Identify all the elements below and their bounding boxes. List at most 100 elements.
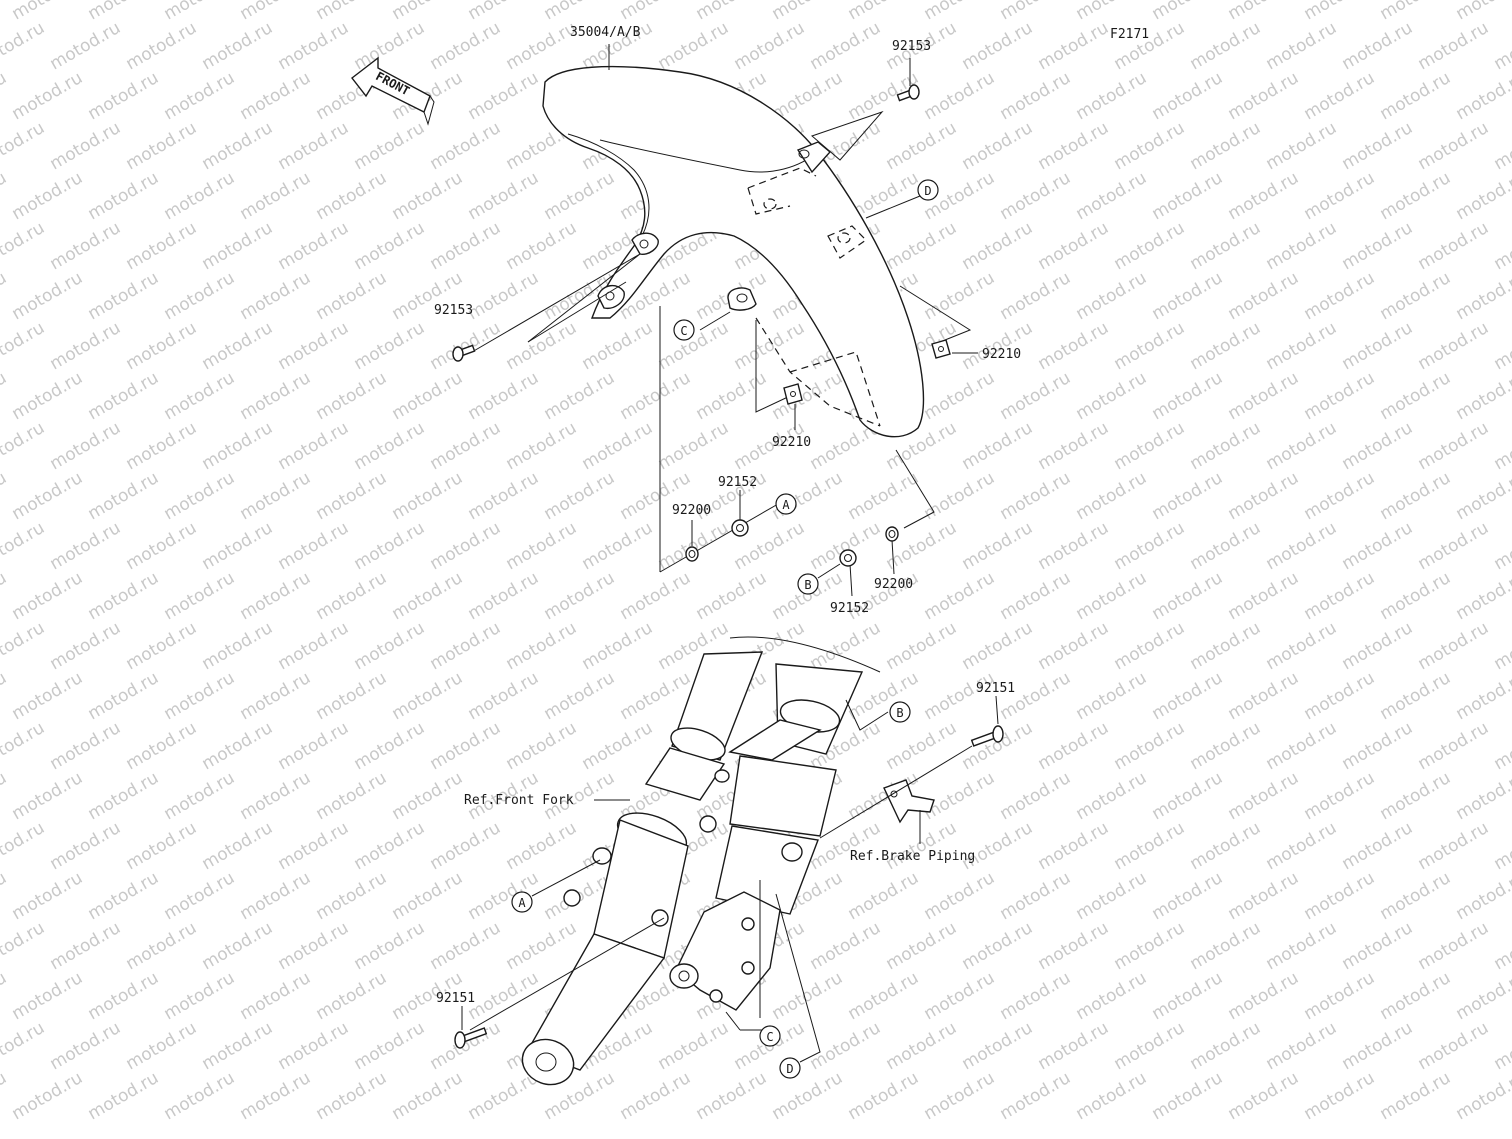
watermark-text: motod.ru xyxy=(1073,368,1151,424)
watermark-text: motod.ru xyxy=(1301,568,1379,624)
watermark-text: motod.ru xyxy=(1111,318,1189,374)
callout-bolt-right-lower: 92151 xyxy=(976,681,1015,696)
watermark-text: motod.ru xyxy=(617,368,695,424)
marker-a-lower: A xyxy=(512,892,532,912)
watermark-text: motod.ru xyxy=(1035,818,1113,874)
watermark-text: motod.ru xyxy=(123,818,201,874)
watermark-text: motod.ru xyxy=(1073,868,1151,924)
watermark-text: motod.ru xyxy=(123,418,201,474)
watermark-text: motod.ru xyxy=(503,318,581,374)
watermark-text: motod.ru xyxy=(1225,668,1303,724)
watermark-text: motod.ru xyxy=(9,368,87,424)
watermark-text: motod.ru xyxy=(1035,118,1113,174)
collar-left xyxy=(732,520,748,536)
watermark-text: motod.ru xyxy=(0,668,10,724)
watermark-text: motod.ru xyxy=(1225,468,1303,524)
watermark-text: motod.ru xyxy=(427,118,505,174)
watermark-text: motod.ru xyxy=(921,1068,999,1124)
watermark-text: motod.ru xyxy=(883,118,961,174)
watermark-text: motod.ru xyxy=(1149,568,1227,624)
watermark-text: motod.ru xyxy=(313,768,391,824)
watermark-text: motod.ru xyxy=(237,1068,315,1124)
watermark-text: motod.ru xyxy=(1225,768,1303,824)
watermark-text: motod.ru xyxy=(199,918,277,974)
watermark-text: motod.ru xyxy=(1225,168,1303,224)
watermark-text: motod.ru xyxy=(1073,268,1151,324)
watermark-text: motod.ru xyxy=(1491,418,1512,474)
watermark-text: motod.ru xyxy=(997,168,1075,224)
watermark-text: motod.ru xyxy=(85,868,163,924)
watermark-text: motod.ru xyxy=(959,1018,1037,1074)
watermark-text: motod.ru xyxy=(161,268,239,324)
watermark-text: motod.ru xyxy=(389,668,467,724)
watermark-text: motod.ru xyxy=(997,968,1075,1024)
marker-b-top: B xyxy=(798,574,818,594)
watermark-text: motod.ru xyxy=(161,0,239,24)
watermark-text: motod.ru xyxy=(9,868,87,924)
watermark-text: motod.ru xyxy=(541,468,619,524)
watermark-text: motod.ru xyxy=(959,18,1037,74)
watermark-text: motod.ru xyxy=(1453,68,1512,124)
watermark-text: motod.ru xyxy=(1453,268,1512,324)
watermark-text: motod.ru xyxy=(85,0,163,24)
watermark-text: motod.ru xyxy=(237,768,315,824)
watermark-text: motod.ru xyxy=(47,518,125,574)
watermark-text: motod.ru xyxy=(9,968,87,1024)
watermark-text: motod.ru xyxy=(579,518,657,574)
watermark-text: motod.ru xyxy=(1377,868,1455,924)
watermark-text: motod.ru xyxy=(1263,418,1341,474)
watermark-text: motod.ru xyxy=(1339,818,1417,874)
watermark-text: motod.ru xyxy=(1149,68,1227,124)
marker-c-top: C xyxy=(674,320,694,340)
callout-bolt-left: 92153 xyxy=(434,303,473,318)
svg-text:A: A xyxy=(782,498,790,512)
watermark-text: motod.ru xyxy=(427,418,505,474)
watermark-text: motod.ru xyxy=(503,218,581,274)
watermark-text: motod.ru xyxy=(1149,468,1227,524)
watermark-text: motod.ru xyxy=(85,768,163,824)
watermark-text: motod.ru xyxy=(1301,0,1379,24)
watermark-text: motod.ru xyxy=(313,468,391,524)
watermark-text: motod.ru xyxy=(1035,618,1113,674)
watermark-text: motod.ru xyxy=(883,618,961,674)
watermark-text: motod.ru xyxy=(1377,0,1455,24)
watermark-text: motod.ru xyxy=(161,168,239,224)
watermark-text: motod.ru xyxy=(275,518,353,574)
watermark-text: motod.ru xyxy=(1339,718,1417,774)
watermark-text: motod.ru xyxy=(921,868,999,924)
watermark-text: motod.ru xyxy=(541,668,619,724)
watermark-text: motod.ru xyxy=(313,568,391,624)
watermark-text: motod.ru xyxy=(237,68,315,124)
watermark-text: motod.ru xyxy=(1453,168,1512,224)
marker-c-lower: C xyxy=(760,1026,780,1046)
watermark-text: motod.ru xyxy=(1187,218,1265,274)
watermark-text: motod.ru xyxy=(883,518,961,574)
watermark-text: motod.ru xyxy=(1301,868,1379,924)
watermark-text: motod.ru xyxy=(921,668,999,724)
watermark-text: motod.ru xyxy=(693,1068,771,1124)
watermark-text: motod.ru xyxy=(85,968,163,1024)
watermark-text: motod.ru xyxy=(1035,318,1113,374)
watermark-text: motod.ru xyxy=(465,468,543,524)
watermark-text: motod.ru xyxy=(1263,18,1341,74)
watermark-text: motod.ru xyxy=(1301,1068,1379,1124)
watermark-text: motod.ru xyxy=(427,618,505,674)
watermark-text: motod.ru xyxy=(541,168,619,224)
watermark-text: motod.ru xyxy=(579,718,657,774)
svg-text:B: B xyxy=(896,706,903,720)
watermark-text: motod.ru xyxy=(1187,1018,1265,1074)
watermark-text: motod.ru xyxy=(1377,68,1455,124)
watermark-text: motod.ru xyxy=(237,968,315,1024)
watermark-text: motod.ru xyxy=(0,1018,48,1074)
watermark-text: motod.ru xyxy=(351,618,429,674)
watermark-text: motod.ru xyxy=(1187,18,1265,74)
watermark-text: motod.ru xyxy=(199,1018,277,1074)
watermark-text: motod.ru xyxy=(617,568,695,624)
watermark-text: motod.ru xyxy=(921,968,999,1024)
watermark-text: motod.ru xyxy=(1491,518,1512,574)
watermark-text: motod.ru xyxy=(1073,68,1151,124)
watermark-text: motod.ru xyxy=(275,318,353,374)
watermark-text: motod.ru xyxy=(313,368,391,424)
watermark-text: motod.ru xyxy=(1491,918,1512,974)
